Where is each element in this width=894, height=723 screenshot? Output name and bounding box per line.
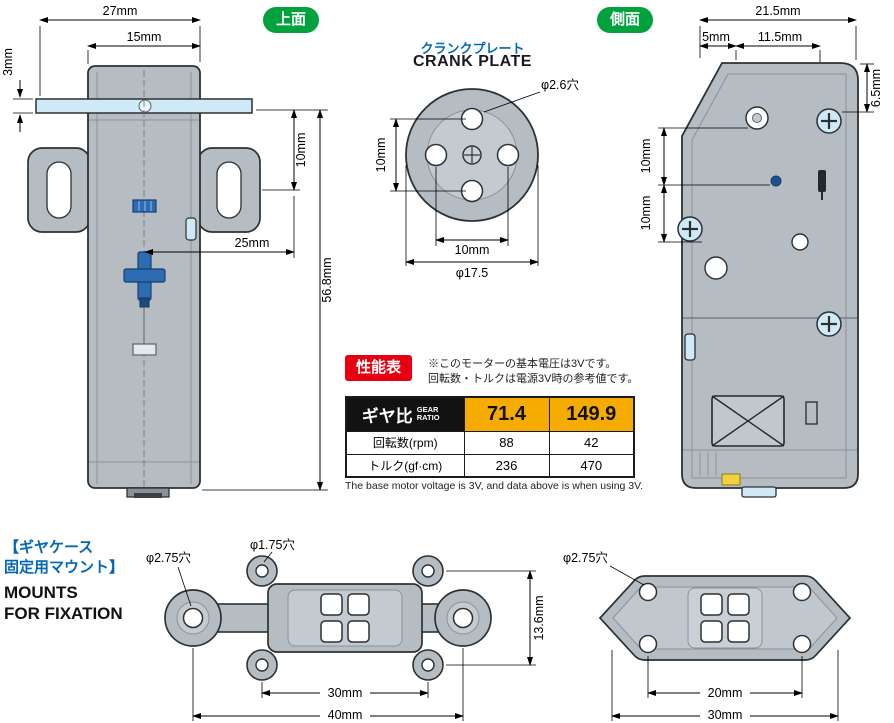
rpm-label: 回転数(rpm) [345,430,465,455]
crank-plate-label-en: CRANK PLATE [413,53,532,70]
dim-5mm: 5mm [702,30,730,44]
table-row-rpm: 回転数(rpm) 88 42 [345,430,635,455]
mount-title-jp-line2: 固定用マウント】 [4,559,125,576]
mount-title-en: MOUNTS FOR FIXATION [4,582,123,624]
mount-title-jp-line1: 【ギヤケース [4,539,94,556]
torque-label: トルク(gf·cm) [345,453,465,478]
crank-arm-horizontal [123,268,166,283]
dim-crank-10mm-h: 10mm [455,243,490,257]
mount-hole [638,582,658,602]
dim-27mm: 27mm [103,4,138,18]
blue-pin [770,175,782,187]
mount-hole [638,634,658,654]
side-hole-large [704,256,728,280]
rpm-value-2: 42 [548,430,635,455]
table-row-gear-ratio: ギヤ比 GEAR RATIO 71.4 149.9 [345,396,635,432]
torque-value-2: 470 [548,453,635,478]
crank-plate-drawing: φ2.6穴 10mm 10mm φ17.5 [374,77,579,280]
performance-note-en: The base motor voltage is 3V, and data a… [345,480,644,492]
dim-mount-right-20mm: 20mm [708,686,743,700]
dim-mount-hole-175: φ1.75穴 [250,537,295,552]
dim-13.6mm: 13.6mm [532,595,546,640]
table-row-torque: トルク(gf·cm) 236 470 [345,453,635,478]
dark-pin [818,170,826,192]
mount-hole-small [421,658,435,672]
dim-crank-hole: φ2.6穴 [541,77,579,92]
dim-mount-left-40mm: 40mm [328,708,363,722]
mount-title-en-line2: FOR FIXATION [4,604,123,623]
gear-ratio-value-2: 149.9 [548,396,635,432]
dim-mount-right-30mm: 30mm [708,708,743,722]
mount-hole-big-right [452,607,474,629]
dim-21.5mm: 21.5mm [755,4,800,18]
dim-3mm: 3mm [1,48,15,76]
dim-crank-dia: φ17.5 [456,266,488,280]
yellow-part [721,473,741,486]
dim-6.5mm: 6.5mm [869,69,883,107]
top-view-badge: 上面 [263,7,320,33]
phillips-screw-icon [815,310,843,338]
performance-note-jp-line2: 回転数・トルクは電源3V時の参考値です。 [428,373,639,385]
side-bottom-tab [741,486,777,498]
dim-mount-left-30mm: 30mm [328,686,363,700]
performance-note-jp: ※このモーターの基本電圧は3Vです。 回転数・トルクは電源3V時の参考値です。 [428,357,638,387]
phillips-screw-icon [815,107,843,135]
dim-10mm-top-view: 10mm [294,133,308,168]
side-tab [185,217,197,241]
dim-mount-hole-275: φ2.75穴 [146,550,191,565]
mount-hole [792,634,812,654]
performance-badge: 性能表 [345,355,413,381]
dim-side-10mm-a: 10mm [639,139,653,174]
mount-title-jp: 【ギヤケース 固定用マウント】 [4,538,124,578]
mount-ear-right-slot [216,161,242,219]
mount-title-en-line1: MOUNTS [4,583,78,602]
mount-hole [792,582,812,602]
crank-plate-label-jp: クランクプレート [420,41,525,56]
mount-hole-big-left [182,607,204,629]
side-view-drawing: 21.5mm 5mm 11.5mm 6.5mm 10mm 10mm [639,4,883,498]
dim-56.8mm: 56.8mm [320,257,334,302]
gear-ratio-value-1: 71.4 [463,396,550,432]
gear-ratio-header: ギヤ比 GEAR RATIO [345,396,465,432]
mount-left-drawing: φ2.75穴 φ1.75穴 13.6mm 30mm 40mm [146,537,546,722]
dim-25mm: 25mm [235,236,270,250]
side-view-badge: 側面 [597,7,654,33]
mount-ear-left-slot [46,161,72,219]
torque-value-1: 236 [463,453,550,478]
side-tab [684,333,696,361]
mount-right-drawing: φ2.75穴 20mm 30mm [563,550,852,722]
gear-ratio-label-en: GEAR RATIO [416,405,440,423]
crank-hole-left [424,143,448,167]
dim-15mm: 15mm [127,30,162,44]
side-body [681,62,859,489]
dim-side-10mm-b: 10mm [639,196,653,231]
mount-hole-small [255,564,269,578]
mount-hole-small [421,564,435,578]
gear-ratio-label-jp: ギヤ比 [361,406,413,426]
dim-mount-right-hole: φ2.75穴 [563,550,608,565]
dim-11.5mm: 11.5mm [758,30,802,44]
dim-crank-10mm-v: 10mm [374,138,388,173]
mount-hole-small [255,658,269,672]
top-view-drawing: 27mm 15mm 3mm 10mm 25mm 56.8mm [1,4,334,498]
performance-note-jp-line1: ※このモーターの基本電圧は3Vです。 [428,358,617,370]
performance-table: ギヤ比 GEAR RATIO 71.4 149.9 回転数(rpm) 88 42… [345,396,635,478]
phillips-screw-icon [676,215,704,243]
side-hole-small [791,233,809,251]
rpm-value-1: 88 [463,430,550,455]
crank-hole-right [496,143,520,167]
